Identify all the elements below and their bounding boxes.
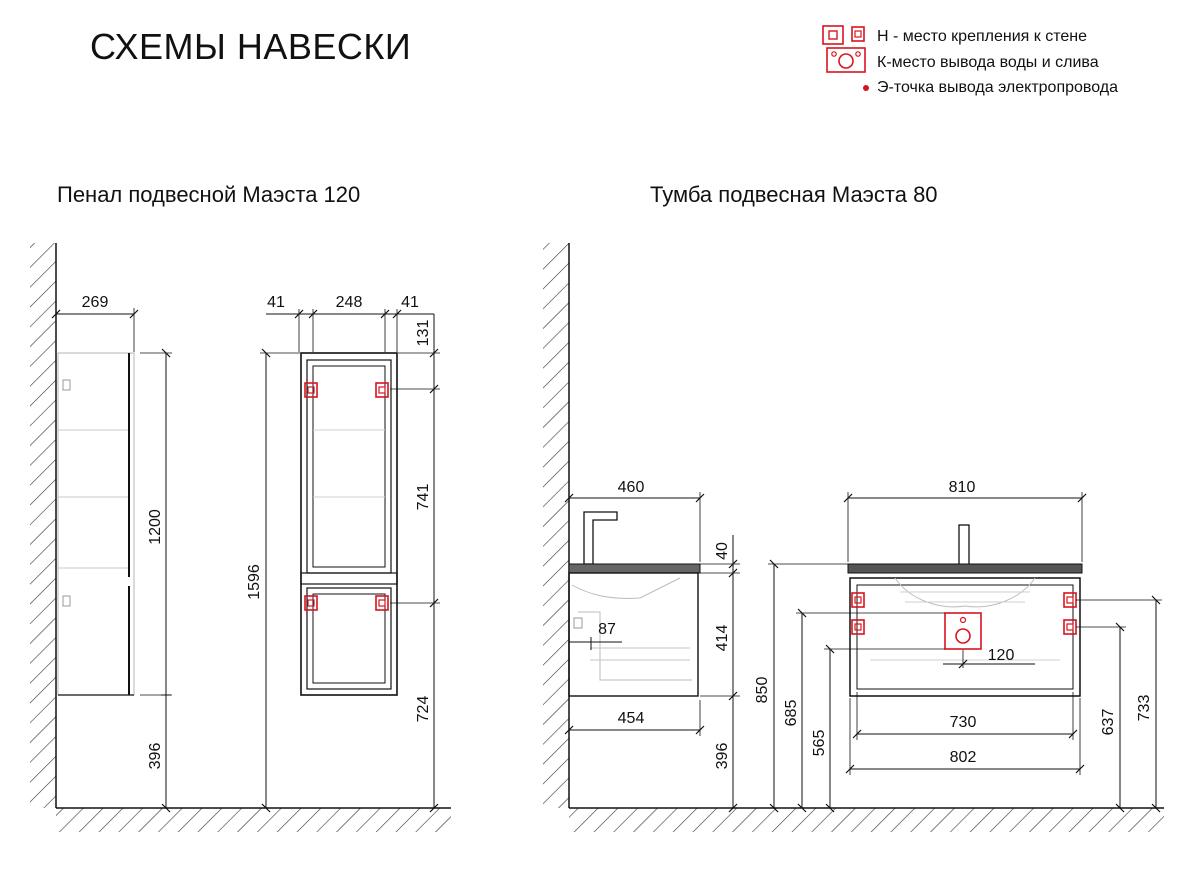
right-wall (543, 243, 570, 808)
legend-water-label: К-место вывода воды и слива (877, 54, 1099, 71)
dim-label: 741 (415, 484, 432, 511)
dim-label: 685 (783, 700, 800, 727)
dim-label: 733 (1136, 695, 1153, 722)
legend-mount-icon (822, 25, 865, 45)
dim-label: 454 (618, 710, 645, 727)
right-front-view (847, 524, 1083, 697)
dim-label: 565 (811, 730, 828, 757)
dim-label: 1596 (246, 564, 263, 600)
right-floor (569, 807, 1164, 832)
left-floor (56, 807, 451, 832)
page-title: СХЕМЫ НАВЕСКИ (90, 26, 412, 67)
dim-label: 40 (714, 542, 731, 560)
dim-label: 131 (415, 320, 432, 347)
legend-mount-label: Н - место крепления к стене (877, 28, 1087, 45)
dim-left-right-chain (390, 314, 440, 813)
legend-power-icon (863, 85, 869, 91)
dim-right-side (564, 492, 740, 813)
dim-label: 460 (618, 479, 645, 496)
dim-label: 637 (1100, 709, 1117, 736)
dim-label: 41 (267, 294, 285, 311)
dim-right-heights (768, 559, 1162, 813)
dim-left-height (140, 348, 172, 813)
dim-label: 120 (988, 647, 1015, 664)
dim-label: 730 (950, 714, 977, 731)
dim-left-widths (266, 309, 434, 352)
dim-label: 1200 (147, 509, 164, 545)
left-side-view (57, 352, 135, 696)
dim-label: 802 (950, 749, 977, 766)
dim-label: 396 (714, 743, 731, 770)
dim-label: 414 (714, 625, 731, 652)
dim-label: 248 (336, 294, 363, 311)
dim-label: 41 (401, 294, 419, 311)
right-subtitle: Тумба подвесная Маэста 80 (650, 182, 938, 207)
left-wall (30, 243, 57, 808)
dim-label: 269 (82, 294, 109, 311)
right-side-view (568, 511, 701, 697)
dim-label: 724 (415, 696, 432, 723)
legend-power-label: Э-точка вывода электропровода (877, 79, 1119, 96)
left-front-view (300, 352, 398, 696)
dim-left-total (260, 348, 300, 813)
dim-label: 396 (147, 743, 164, 770)
right-water-marker (944, 612, 982, 650)
left-subtitle: Пенал подвесной Маэста 120 (57, 182, 361, 207)
dim-label: 87 (598, 621, 616, 638)
left-mount-markers (304, 382, 389, 611)
dim-left-depth (51, 308, 139, 352)
dim-label: 850 (754, 677, 771, 704)
dim-right-front (843, 492, 1087, 775)
dim-label: 810 (949, 479, 976, 496)
legend-water-icon (826, 47, 866, 73)
